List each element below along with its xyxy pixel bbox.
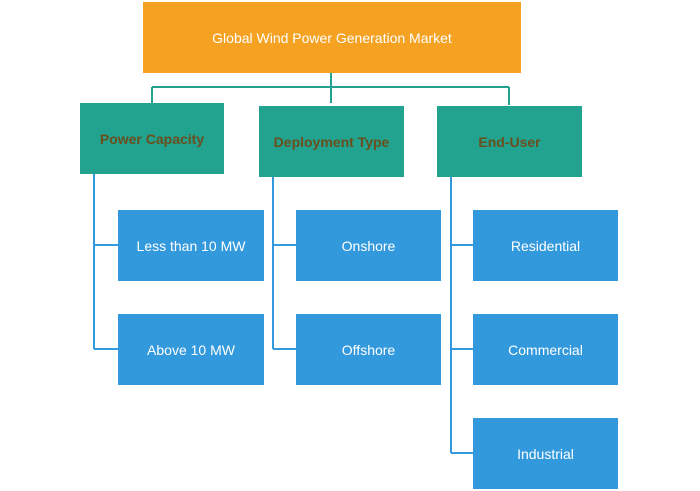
- category-label: Power Capacity: [99, 130, 205, 147]
- leaf-offshore: Offshore: [296, 314, 441, 385]
- category-deployment-type: Deployment Type: [259, 106, 404, 177]
- leaf-label: Less than 10 MW: [136, 237, 246, 254]
- leaf-above-10mw: Above 10 MW: [118, 314, 264, 385]
- leaf-label: Offshore: [341, 341, 396, 358]
- leaf-onshore: Onshore: [296, 210, 441, 281]
- category-end-user: End-User: [437, 106, 582, 177]
- leaf-label: Industrial: [517, 445, 574, 462]
- category-label: Deployment Type: [273, 133, 390, 150]
- root-label: Global Wind Power Generation Market: [212, 29, 452, 46]
- leaf-industrial: Industrial: [473, 418, 618, 489]
- leaf-label: Commercial: [508, 341, 583, 358]
- leaf-commercial: Commercial: [473, 314, 618, 385]
- leaf-label: Residential: [510, 237, 581, 254]
- leaf-less-than-10mw: Less than 10 MW: [118, 210, 264, 281]
- leaf-label: Above 10 MW: [147, 341, 235, 358]
- root-node: Global Wind Power Generation Market: [143, 2, 521, 73]
- leaf-residential: Residential: [473, 210, 618, 281]
- category-power-capacity: Power Capacity: [80, 103, 224, 174]
- category-label: End-User: [478, 133, 541, 150]
- leaf-label: Onshore: [341, 237, 396, 254]
